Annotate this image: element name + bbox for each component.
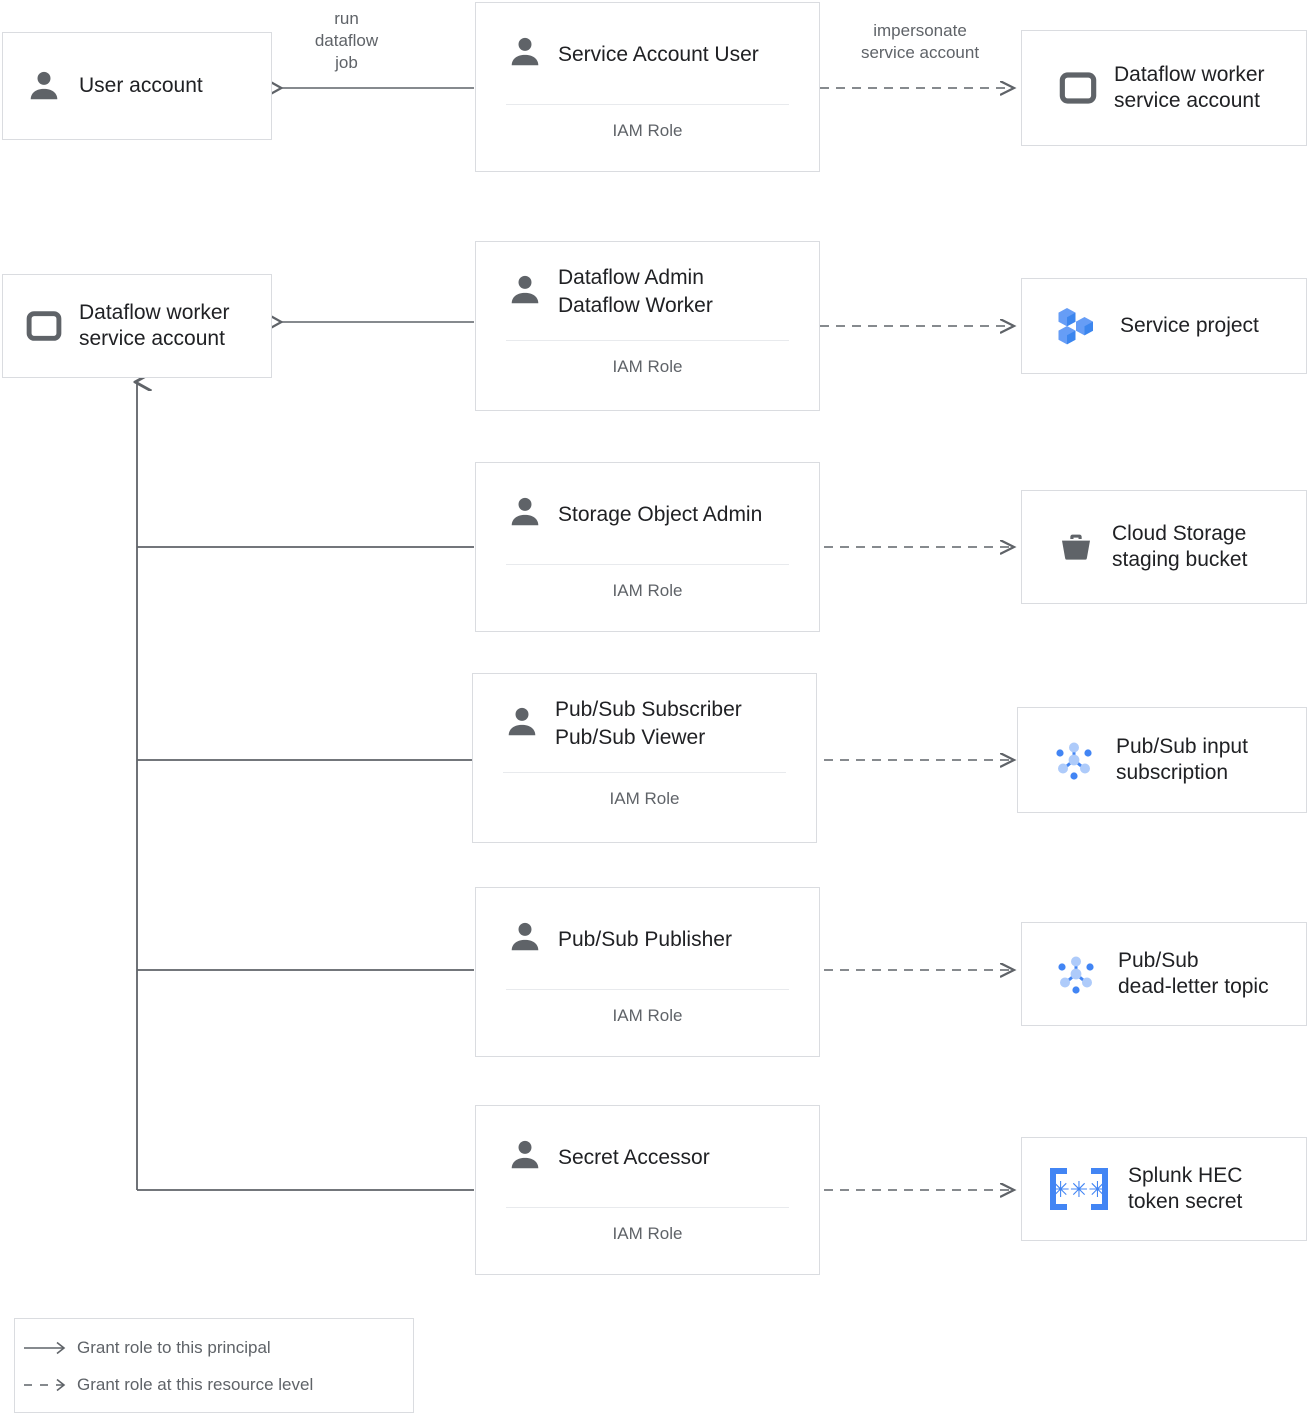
secret-manager-icon: ✳✳✳ [1046, 1165, 1112, 1213]
role-card-header: Pub/Sub Publisher [476, 888, 819, 961]
resource-service-project[interactable]: Service project [1021, 278, 1307, 374]
role-card-header: Dataflow Admin Dataflow Worker [476, 242, 819, 320]
role-card-pubsub-subscriber-viewer[interactable]: Pub/Sub Subscriber Pub/Sub Viewer IAM Ro… [472, 673, 817, 843]
role-card-header: Storage Object Admin [476, 463, 819, 536]
service-account-icon [25, 307, 63, 345]
role-card-header: Pub/Sub Subscriber Pub/Sub Viewer [473, 674, 816, 752]
role-card-header: Service Account User [476, 3, 819, 76]
person-icon [503, 703, 541, 746]
role-card-service-account-user[interactable]: Service Account User IAM Role [475, 2, 820, 172]
entity-label: User account [79, 74, 203, 97]
resource-label: Pub/Sub input subscription [1116, 735, 1248, 784]
role-card-storage-object-admin[interactable]: Storage Object Admin IAM Role [475, 462, 820, 632]
person-icon [25, 67, 63, 105]
entity-dataflow-worker-service-account-left[interactable]: Dataflow worker service account [2, 274, 272, 378]
edge-trunk-to-worker-sa [137, 382, 474, 1191]
role-card-caption: IAM Role [612, 1224, 683, 1243]
role-card-caption: IAM Role [612, 1006, 683, 1025]
legend-label: Grant role to this principal [77, 1337, 271, 1357]
divider [506, 340, 789, 341]
entity-user-account[interactable]: User account [2, 32, 272, 140]
legend: Grant role to this principal Grant role … [14, 1318, 414, 1413]
role-card-secret-accessor[interactable]: Secret Accessor IAM Role [475, 1105, 820, 1275]
divider [506, 104, 789, 105]
legend-label: Grant role at this resource level [77, 1374, 314, 1394]
person-icon [506, 918, 544, 961]
person-icon [506, 33, 544, 76]
dashed-arrow-icon [15, 1377, 77, 1393]
divider [506, 1207, 789, 1208]
legend-row-dashed: Grant role at this resource level [15, 1366, 413, 1403]
legend-row-solid: Grant role to this principal [15, 1329, 413, 1366]
pubsub-icon [1050, 948, 1102, 1000]
entity-label: Dataflow worker service account [79, 301, 230, 350]
role-card-roles: Pub/Sub Publisher [558, 927, 732, 951]
edge-label-run-dataflow-job: run dataflow job [314, 9, 379, 72]
role-card-roles: Dataflow Admin Dataflow Worker [558, 266, 713, 317]
pubsub-icon [1048, 734, 1100, 786]
svg-text:✳✳✳: ✳✳✳ [1051, 1177, 1106, 1202]
solid-arrow-icon [15, 1340, 77, 1356]
role-card-roles: Storage Object Admin [558, 502, 763, 526]
resource-pubsub-input-subscription[interactable]: Pub/Sub input subscription [1017, 707, 1307, 813]
resource-pubsub-dead-letter-topic[interactable]: Pub/Sub dead-letter topic [1021, 922, 1307, 1026]
role-card-pubsub-publisher[interactable]: Pub/Sub Publisher IAM Role [475, 887, 820, 1057]
person-icon [506, 271, 544, 314]
resource-label: Service project [1120, 314, 1259, 337]
person-icon [506, 1136, 544, 1179]
resource-splunk-hec-token-secret[interactable]: ✳✳✳ Splunk HEC token secret [1021, 1137, 1307, 1241]
edge-label-impersonate-service-account: impersonate service account [860, 21, 980, 62]
role-card-caption: IAM Role [609, 789, 680, 808]
resource-label: Pub/Sub dead-letter topic [1118, 949, 1269, 998]
role-card-roles: Service Account User [558, 42, 759, 66]
role-card-dataflow-admin-worker[interactable]: Dataflow Admin Dataflow Worker IAM Role [475, 241, 820, 411]
resource-label: Cloud Storage staging bucket [1112, 522, 1248, 571]
role-card-header: Secret Accessor [476, 1106, 819, 1179]
role-card-caption: IAM Role [612, 121, 683, 140]
cloud-storage-bucket-icon [1056, 527, 1096, 567]
resource-cloud-storage-bucket[interactable]: Cloud Storage staging bucket [1021, 490, 1307, 604]
resource-label: Dataflow worker service account [1114, 63, 1265, 112]
person-icon [506, 493, 544, 536]
service-account-icon [1058, 68, 1098, 108]
resource-dataflow-worker-service-account[interactable]: Dataflow worker service account [1021, 30, 1307, 146]
divider [506, 564, 789, 565]
project-hexagons-icon [1054, 301, 1104, 351]
role-card-caption: IAM Role [612, 581, 683, 600]
divider [506, 989, 789, 990]
role-card-roles: Secret Accessor [558, 1145, 710, 1169]
role-card-caption: IAM Role [612, 357, 683, 376]
divider [503, 772, 786, 773]
resource-label: Splunk HEC token secret [1128, 1164, 1243, 1213]
role-card-roles: Pub/Sub Subscriber Pub/Sub Viewer [555, 698, 742, 749]
